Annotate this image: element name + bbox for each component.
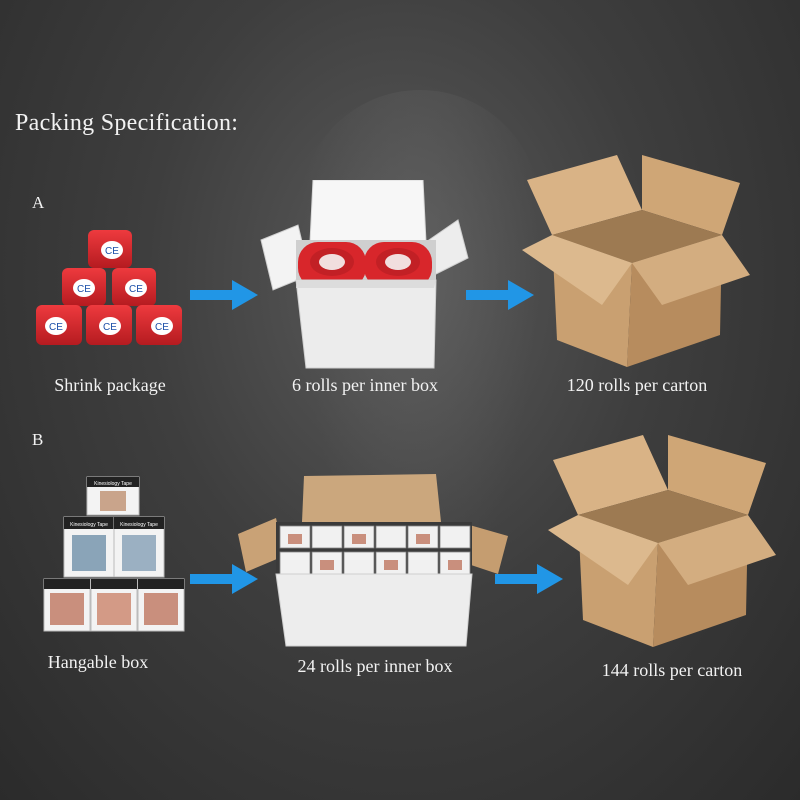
svg-text:Kinesiology Tape: Kinesiology Tape xyxy=(70,522,108,528)
arrow-right-icon xyxy=(495,562,565,596)
svg-text:CE: CE xyxy=(155,322,169,333)
step-caption: Shrink package xyxy=(54,375,166,395)
retail-box: Kinesiology Tape xyxy=(63,516,115,578)
svg-text:Kinesiology Tape: Kinesiology Tape xyxy=(94,481,132,487)
tape-roll: CE xyxy=(112,268,156,306)
section-b-label: B xyxy=(32,430,44,449)
white-inner-box-with-rolls-image xyxy=(258,180,473,370)
step-caption: 6 rolls per inner box xyxy=(292,375,438,395)
retail-box xyxy=(137,578,185,632)
svg-text:CE: CE xyxy=(129,284,143,295)
svg-text:CE: CE xyxy=(103,322,117,333)
retail-box: Kinesiology Tape xyxy=(86,476,140,516)
arrow-right-icon xyxy=(466,278,536,312)
tape-roll: CE xyxy=(136,305,182,345)
tape-roll xyxy=(364,242,432,288)
svg-text:CE: CE xyxy=(105,246,119,257)
step-caption: Hangable box xyxy=(47,652,149,672)
tape-roll: CE xyxy=(88,230,132,268)
svg-text:Kinesiology Tape: Kinesiology Tape xyxy=(120,522,158,528)
open-cardboard-carton-image xyxy=(548,435,780,650)
tape-roll: CE xyxy=(86,305,132,345)
step-caption: 120 rolls per carton xyxy=(566,375,708,395)
page-title: Packing Specification: xyxy=(15,110,239,136)
stacked-retail-boxes-image: Kinesiology Tape Kinesiology Tape Kinesi… xyxy=(42,475,187,635)
red-tape-rolls-stack-image: CE CE CE CE CE CE xyxy=(30,225,190,350)
tape-roll: CE xyxy=(36,305,82,345)
open-cardboard-carton-image xyxy=(522,155,754,370)
retail-box xyxy=(90,578,138,632)
retail-box xyxy=(43,578,91,632)
svg-text:CE: CE xyxy=(49,322,63,333)
tape-roll: CE xyxy=(62,268,106,306)
retail-box: Kinesiology Tape xyxy=(113,516,165,578)
white-inner-box-with-boxes-image xyxy=(236,474,511,649)
tape-roll xyxy=(298,242,366,288)
step-caption: 144 rolls per carton xyxy=(601,660,743,680)
step-caption: 24 rolls per inner box xyxy=(297,656,453,676)
arrow-right-icon xyxy=(190,278,260,312)
arrow-right-icon xyxy=(190,562,260,596)
svg-text:CE: CE xyxy=(77,284,91,295)
section-a-label: A xyxy=(32,193,45,212)
